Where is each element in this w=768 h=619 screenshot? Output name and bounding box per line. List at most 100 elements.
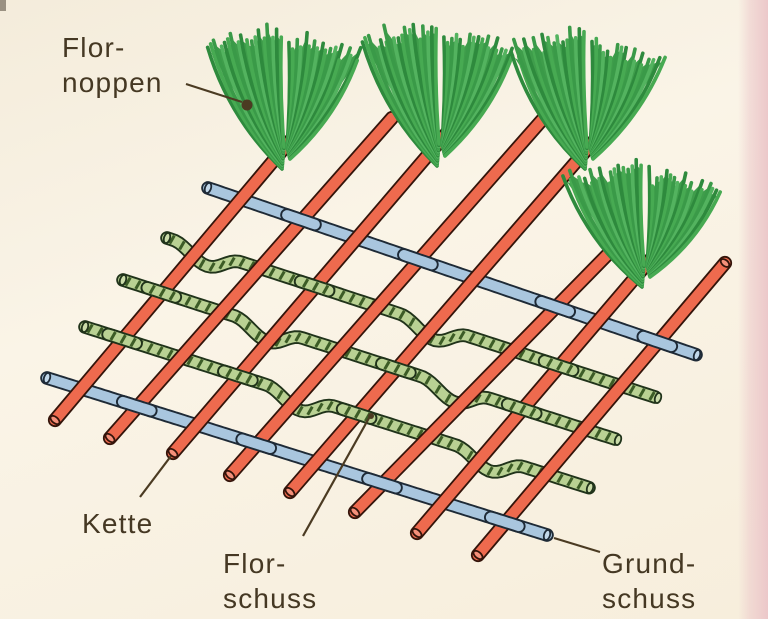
rope-twist-stripe — [198, 258, 206, 269]
pointer-line — [302, 417, 370, 537]
rope-twist-stripe — [146, 342, 154, 353]
weave-over-segment — [361, 472, 403, 495]
weave-over-segment — [397, 248, 439, 272]
rod-end-cap — [692, 349, 702, 361]
rod-end-cap — [719, 258, 731, 268]
label-grundschuss: Grund- schuss — [602, 546, 696, 616]
flornoppen-pointer — [185, 82, 253, 111]
label-kette: Kette — [82, 506, 153, 541]
rope-twist-stripe — [388, 306, 396, 317]
rope-twist-stripe — [416, 429, 424, 439]
label-kette-line1: Kette — [82, 508, 154, 539]
rod-end-cap — [80, 321, 90, 333]
warp-rod — [470, 255, 733, 563]
rope-twist-stripe — [484, 393, 492, 403]
rope-twist-stripe — [274, 337, 282, 347]
rope-twist-stripe — [594, 428, 602, 439]
rod-fill — [349, 242, 620, 518]
weave-over-segment — [235, 432, 277, 455]
rope-twist-stripe — [588, 371, 596, 382]
rod-fill — [237, 434, 276, 453]
rope-twist-stripe — [414, 370, 422, 381]
rope-twist-stripe — [403, 367, 411, 377]
rope-twist-stripe — [321, 284, 330, 295]
tuft-strand — [279, 35, 286, 149]
rope-twist-stripe — [638, 388, 646, 398]
rope-twist-stripe — [488, 339, 496, 349]
rope-twist-stripe — [235, 371, 243, 381]
rope-twist-stripe — [448, 332, 456, 343]
rope-twist-stripe — [526, 464, 534, 474]
pile-tuft — [205, 22, 363, 171]
pile-tuft — [561, 157, 722, 289]
label-grundschuss-line2: schuss — [602, 583, 697, 614]
tuft-strand — [288, 58, 359, 161]
rod-end-cap — [104, 432, 116, 444]
label-grundschuss-line1: Grund- — [602, 548, 697, 579]
page-corner-mark — [0, 0, 6, 11]
rod-fill — [117, 396, 156, 416]
rod-end-cap — [613, 434, 623, 446]
tuft-strand — [591, 55, 667, 161]
rod-fill — [49, 130, 300, 426]
rope-twist-stripe — [364, 354, 372, 364]
weave-over-segment — [116, 395, 158, 418]
rope-twist-stripe — [268, 267, 276, 277]
rope-twist-stripe — [544, 412, 552, 423]
rope-twist-stripe — [576, 480, 584, 490]
rope-twist-stripe — [554, 415, 562, 426]
rope-twist-stripe — [446, 438, 454, 449]
rod-fill — [472, 257, 731, 561]
rope-twist-stripe — [256, 378, 264, 388]
tuft-strand — [443, 53, 515, 158]
tuft-strand — [648, 190, 722, 279]
weave-over-segment — [534, 295, 576, 319]
rope-twist-stripe — [168, 234, 176, 245]
rope-twist-stripe — [184, 296, 192, 306]
rope-twist-stripe — [304, 335, 312, 345]
rope-twist-stripe — [546, 357, 554, 368]
rope-twist-stripe — [604, 432, 612, 442]
kette-pointer — [139, 455, 172, 498]
rod-fill — [536, 296, 575, 317]
rod-end-cap — [542, 529, 552, 541]
rope-twist-stripe — [296, 405, 304, 416]
label-flornoppen: Flor- noppen — [62, 30, 163, 100]
rope-twist-stripe — [376, 416, 384, 426]
rope-twist-stripe — [396, 422, 404, 433]
rope-twist-stripe — [506, 463, 514, 473]
weave-over-segment — [484, 510, 526, 533]
rope-twist-stripe — [393, 363, 401, 374]
rope-twist-stripe — [119, 334, 127, 344]
rod-fill — [104, 112, 398, 444]
weave-over-segment — [217, 364, 259, 387]
weave-over-segment — [280, 208, 322, 232]
rope-twist-stripe — [196, 358, 204, 369]
rope-twist-stripe — [178, 240, 186, 251]
rod-end-cap — [203, 182, 213, 194]
weave-over-segment — [636, 329, 679, 353]
pile-tuft — [509, 25, 667, 171]
weave-over-segment — [375, 356, 417, 380]
rope-twist-stripe — [408, 317, 416, 327]
pointer-line — [139, 455, 172, 498]
rope-twist-stripe — [386, 419, 394, 429]
weave-over-segment — [335, 402, 378, 425]
rod-end-cap — [653, 392, 663, 404]
rope-twist-stripe — [424, 375, 432, 385]
warp-rod — [47, 129, 302, 428]
pointer-dot — [368, 413, 374, 419]
rope-twist-stripe — [354, 409, 362, 419]
rope-twist-stripe — [156, 346, 164, 356]
rope-twist-stripe — [326, 400, 334, 411]
rod-fill — [282, 210, 320, 230]
label-florschuss-line2: schuss — [223, 583, 318, 614]
rope-twist-stripe — [398, 309, 406, 320]
rope-twist-stripe — [498, 342, 506, 352]
rope-twist-stripe — [109, 331, 117, 341]
pointer-dot — [241, 99, 253, 111]
rope-twist-stripe — [338, 290, 346, 300]
rope-twist-stripe — [466, 450, 474, 460]
rope-twist-stripe — [124, 276, 132, 287]
